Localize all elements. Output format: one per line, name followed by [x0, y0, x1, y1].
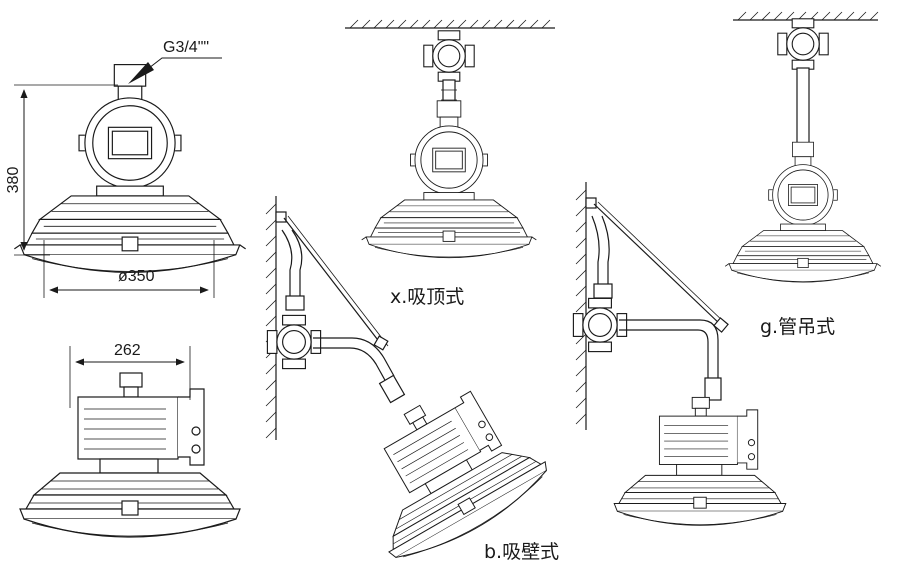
- thread-label: G3/4"": [163, 39, 209, 56]
- front-view-lamp: [13, 64, 247, 273]
- height-label: 380: [5, 167, 22, 194]
- pendant-caption: g.管吊式: [760, 316, 835, 338]
- side-view-lamp: [19, 372, 241, 538]
- ceiling-caption: x.吸顶式: [390, 286, 464, 308]
- pendant-mount-drawing: [724, 11, 882, 283]
- wall-mount-drawing-2: [572, 182, 787, 526]
- wall-mount-drawing-1: [265, 196, 558, 573]
- ceiling-mount-drawing: [345, 19, 555, 259]
- side-dimension-lines: [69, 346, 191, 408]
- diameter-label: ø350: [118, 268, 155, 285]
- wall-caption: b.吸壁式: [484, 541, 559, 563]
- dimension-lines: [14, 57, 222, 298]
- width-label: 262: [114, 342, 141, 359]
